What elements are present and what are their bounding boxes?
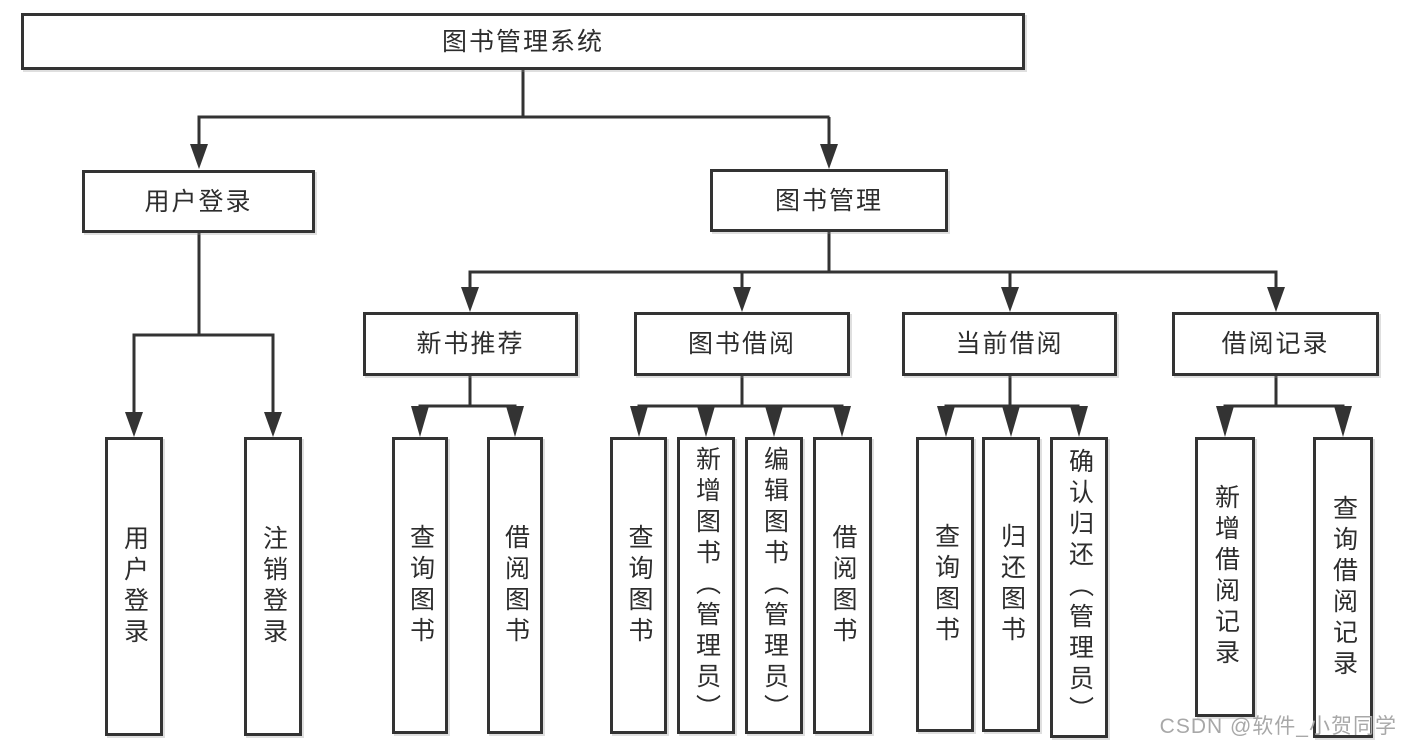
arrow-down-icon (833, 406, 851, 437)
leaf-borrow-books: 借阅图书 (487, 437, 543, 734)
node-label: 新书推荐 (416, 330, 525, 358)
node-label: 图书管理 (774, 186, 883, 215)
node-label: 借阅图书 (501, 523, 530, 648)
arrow-down-icon (1070, 406, 1088, 437)
node-label: 归还图书 (997, 522, 1026, 647)
node-label: 图书借阅 (687, 330, 796, 358)
leaf-borrow-books: 借阅图书 (813, 437, 872, 734)
arrow-down-icon (733, 287, 751, 312)
arrow-down-icon (461, 287, 479, 312)
arrow-down-icon (630, 406, 648, 437)
arrow-down-icon (1267, 287, 1285, 312)
node-library-management-system: 图书管理系统 (21, 13, 1025, 70)
node-label: 图书管理系统 (441, 27, 604, 56)
arrow-down-icon (190, 144, 208, 169)
leaf-add-books-admin: 新增图书（管理员） (677, 437, 735, 734)
node-label: 查询借阅记录 (1329, 494, 1358, 681)
arrow-down-icon (697, 406, 715, 437)
arrow-down-icon (506, 406, 524, 437)
leaf-query-books: 查询图书 (610, 437, 667, 734)
csdn-watermark: CSDN @软件_小贺同学 (1159, 715, 1397, 738)
leaf-query-borrow-record: 查询借阅记录 (1313, 437, 1373, 738)
node-label: 查询图书 (406, 523, 435, 648)
node-label: 当前借阅 (955, 330, 1064, 358)
leaf-add-borrow-record: 新增借阅记录 (1195, 437, 1255, 717)
arrow-down-icon (411, 406, 429, 437)
node-label: 查询图书 (931, 522, 960, 647)
arrow-down-icon (125, 412, 143, 437)
node-label: 借阅记录 (1221, 330, 1330, 358)
node-label: 借阅图书 (829, 523, 857, 648)
node-label: 用户登录 (120, 524, 149, 649)
arrow-down-icon (1216, 406, 1234, 437)
node-label: 用户登录 (144, 187, 253, 216)
leaf-query-books: 查询图书 (392, 437, 448, 734)
leaf-return-books: 归还图书 (982, 437, 1040, 732)
node-label: 确认归还（管理员） (1065, 448, 1094, 727)
node-label: 查询图书 (625, 523, 653, 648)
leaf-user-login: 用户登录 (105, 437, 163, 736)
node-label: 注销登录 (259, 524, 288, 649)
node-book-borrow: 图书借阅 (634, 312, 850, 376)
arrow-down-icon (937, 406, 955, 437)
arrow-down-icon (1001, 287, 1019, 312)
arrow-down-icon (264, 412, 282, 437)
arrow-down-icon (1334, 406, 1352, 437)
node-new-book-recommend: 新书推荐 (363, 312, 578, 376)
node-borrow-record: 借阅记录 (1172, 312, 1379, 376)
node-book-management: 图书管理 (710, 169, 948, 232)
leaf-edit-books-admin: 编辑图书（管理员） (745, 437, 803, 734)
arrow-down-icon (765, 406, 783, 437)
node-label: 新增借阅记录 (1211, 484, 1240, 670)
node-current-borrow: 当前借阅 (902, 312, 1117, 376)
leaf-confirm-return-admin: 确认归还（管理员） (1050, 437, 1108, 738)
leaf-logout: 注销登录 (244, 437, 302, 736)
node-label: 新增图书（管理员） (692, 446, 721, 725)
leaf-query-books: 查询图书 (916, 437, 974, 732)
node-user-login: 用户登录 (82, 170, 315, 233)
arrow-down-icon (1002, 406, 1020, 437)
node-label: 编辑图书（管理员） (760, 446, 789, 725)
arrow-down-icon (820, 144, 838, 169)
